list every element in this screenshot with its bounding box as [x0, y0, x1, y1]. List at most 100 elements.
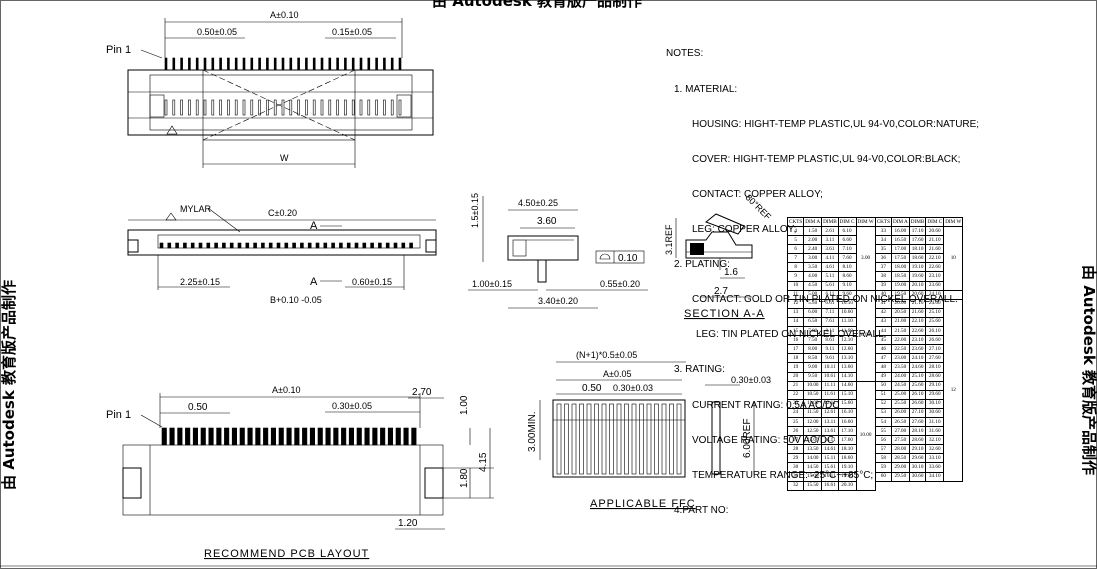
front-pins-item [393, 242, 398, 249]
table-cell: 17.60 [908, 235, 927, 246]
table-cell: 6.50 [803, 316, 823, 328]
table-cell: 14.11 [821, 435, 839, 446]
table-cell: 42 [874, 307, 892, 318]
table-header-cell: CKTS [874, 217, 892, 227]
table-cell: 46 [874, 344, 892, 355]
table-cell: 8 [786, 262, 805, 273]
pcb-pads-item [255, 427, 261, 446]
table-cell: 6 [786, 244, 805, 255]
front-section-mark-bottom: A [310, 276, 318, 288]
table-cell: 37 [874, 262, 892, 273]
table-cell: 53 [874, 407, 892, 418]
front-pins-item [284, 242, 289, 249]
table-cell: 6.60 [837, 235, 857, 246]
top-pins-item [266, 99, 269, 116]
top-pins-item [398, 99, 402, 116]
ffc-fingers-item [594, 403, 599, 475]
table-cell: 47 [874, 353, 892, 364]
table-cell: 11.61 [821, 389, 839, 400]
table-cell-dim-w: 3.00 [855, 226, 876, 291]
table-cell: 25.00 [890, 389, 910, 400]
table-cell: 6.00 [803, 307, 823, 318]
table-cell: 11.10 [837, 316, 857, 328]
top-pins-item [234, 99, 238, 116]
table-cell: 23.00 [890, 353, 910, 364]
pcb-pads-item [294, 427, 300, 446]
table-cell: 18 [786, 353, 805, 364]
table-cell: 23 [786, 398, 805, 409]
table-cell: 52 [874, 398, 892, 409]
table-cell: 4.11 [821, 253, 839, 264]
top-pins-item [383, 99, 386, 116]
pcb-pads-item [348, 427, 355, 446]
top-pins-item [211, 99, 215, 116]
table-cell: 14.00 [803, 453, 823, 464]
table-cell: 18.10 [908, 244, 927, 255]
table-header-cell: CKTS [786, 217, 805, 227]
table-cell: 26.10 [925, 326, 945, 337]
table-cell: 8.00 [803, 344, 823, 355]
table-cell: 48 [874, 362, 892, 373]
front-pins-item [362, 242, 367, 249]
top-pins-item [297, 99, 300, 116]
pcb-pads-item [216, 427, 222, 446]
pcb-dim-side-h: 1.80 [459, 468, 470, 488]
table-cell: 22.10 [908, 316, 927, 328]
table-cell: 28.50 [890, 453, 910, 464]
table-cell: 28 [786, 444, 805, 455]
pcb-pads-item [387, 427, 394, 446]
top-pins-item [219, 99, 222, 116]
table-cell: 24.60 [925, 298, 945, 309]
top-pins-item [227, 57, 230, 71]
table-cell: 19 [786, 362, 805, 373]
top-view: A±0.10 0.50±0.05 0.15±0.05 Pin 1 W [106, 10, 434, 168]
table-cell: 17.10 [837, 426, 857, 437]
front-pins-item [167, 242, 172, 249]
table-cell: 9.61 [821, 353, 839, 364]
table-cell: 9.50 [803, 371, 823, 382]
table-cell: 7.11 [821, 307, 839, 318]
top-pins-item [172, 57, 176, 71]
pcb-pads-item [270, 427, 277, 446]
notes-plating-title: 2. PLATING: [674, 259, 730, 271]
table-cell: 31.60 [925, 426, 945, 437]
table-cell: 15.00 [803, 471, 823, 482]
pcb-pads-item [356, 427, 362, 446]
ffc-fingers-item [631, 403, 637, 475]
table-cell: 29.10 [908, 444, 927, 455]
table-cell: 9.10 [837, 280, 857, 291]
top-pins-item [328, 57, 332, 71]
pcb-pads-item [325, 427, 331, 446]
ffc-fingers-item [661, 403, 667, 475]
table-cell: 16.50 [890, 235, 910, 246]
table-cell: 26.60 [908, 398, 927, 409]
table-cell: 12.60 [837, 344, 857, 355]
ffc-fingers-item [639, 403, 644, 475]
front-pins-item [229, 242, 234, 249]
front-pins-item [378, 242, 382, 249]
ffc-fingers-item [601, 403, 607, 475]
top-pins-item [281, 57, 285, 71]
top-pins-item [383, 57, 386, 71]
front-pins-item [346, 242, 351, 249]
table-cell: 17.50 [890, 253, 910, 264]
table-cell: 28.60 [925, 371, 945, 382]
table-cell: 21.60 [925, 244, 945, 255]
table-cell: 20.60 [925, 225, 945, 237]
top-pins-item [375, 99, 378, 116]
pcb-pads-item [309, 427, 316, 446]
table-cell: 16.11 [821, 471, 839, 482]
pcb-pads-item [169, 427, 175, 446]
top-pins-item [242, 99, 246, 116]
table-cell: 12 [786, 298, 805, 309]
table-cell: 28.10 [925, 362, 945, 373]
pcb-pads-item [278, 427, 284, 446]
table-cell: 24.10 [925, 289, 945, 300]
table-cell: 4.50 [803, 280, 823, 291]
section-height: 3.1REF [664, 224, 674, 255]
pcb-pads-item [302, 427, 308, 446]
